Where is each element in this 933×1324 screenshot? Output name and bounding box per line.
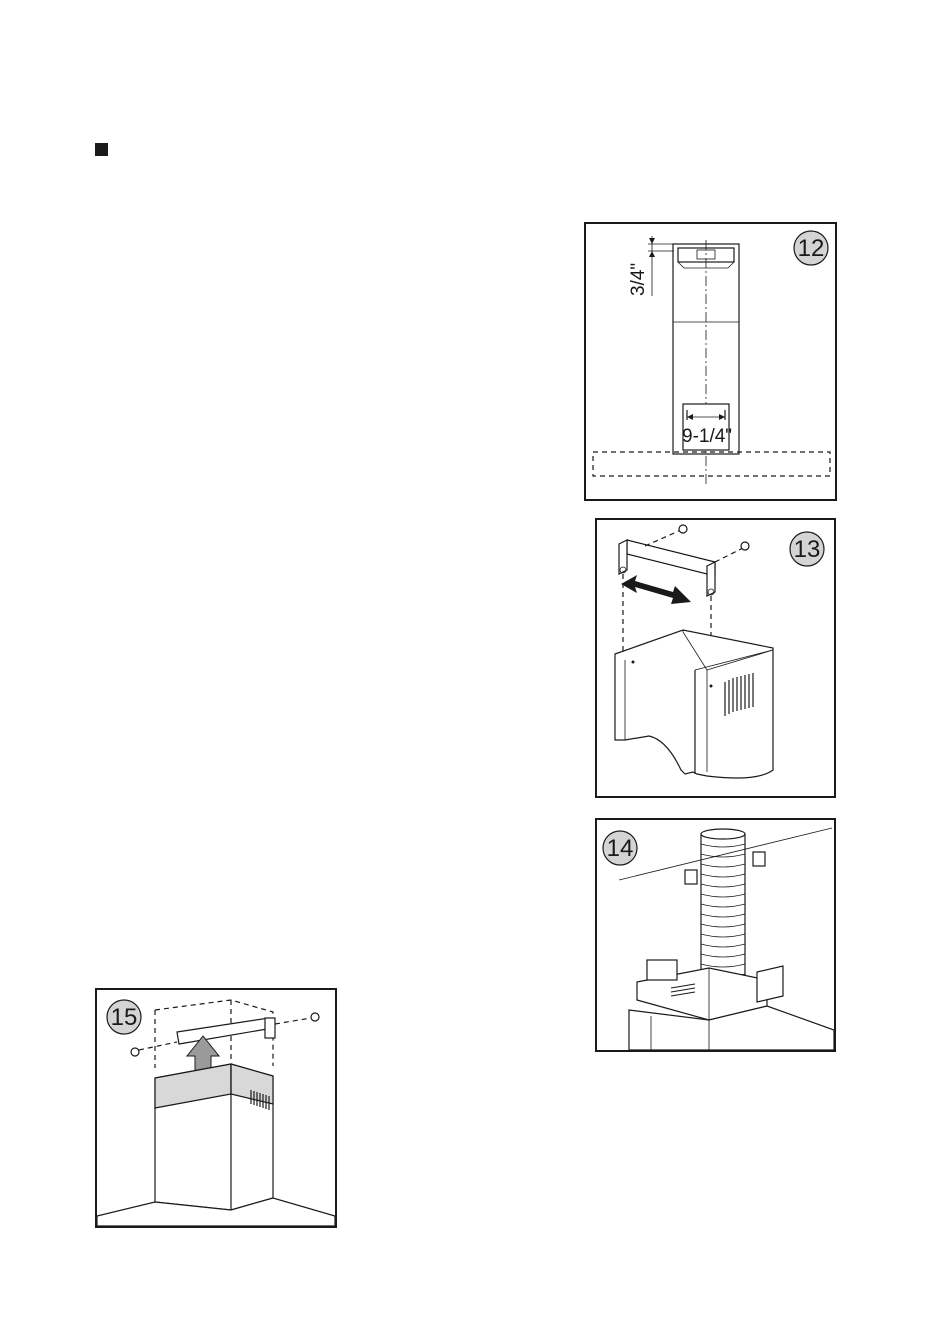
screw-icon xyxy=(679,525,687,533)
screw-icon xyxy=(741,542,749,550)
mounting-bracket xyxy=(627,540,715,576)
ceiling-bracket-left xyxy=(685,870,697,884)
screw-icon xyxy=(131,1048,139,1056)
figure-number: 15 xyxy=(111,1004,138,1031)
slide-arrow-icon xyxy=(621,575,691,604)
figure-12: 3/4" 9-1/4" 12 xyxy=(584,222,837,501)
figure-14-drawing: 14 xyxy=(597,820,834,1050)
figure-13: 13 xyxy=(595,518,836,798)
hood-outline-dashed xyxy=(593,452,830,476)
figure-15-drawing: 15 xyxy=(97,990,335,1226)
mounting-bracket xyxy=(177,1018,273,1044)
section-bullet-square xyxy=(95,143,108,156)
figure-12-drawing: 3/4" 9-1/4" 12 xyxy=(586,224,835,499)
screw-icon xyxy=(311,1013,319,1021)
figure-14: 14 xyxy=(595,818,836,1052)
figure-number: 12 xyxy=(798,235,825,262)
figure-13-drawing: 13 xyxy=(597,520,834,796)
ceiling-bracket-right xyxy=(753,852,765,866)
figure-15: 15 xyxy=(95,988,337,1228)
dimension-label-horizontal: 9-1/4" xyxy=(682,426,732,447)
figure-number: 13 xyxy=(794,536,821,563)
dimension-label-vertical: 3/4" xyxy=(628,263,649,296)
figure-number: 14 xyxy=(607,835,634,862)
